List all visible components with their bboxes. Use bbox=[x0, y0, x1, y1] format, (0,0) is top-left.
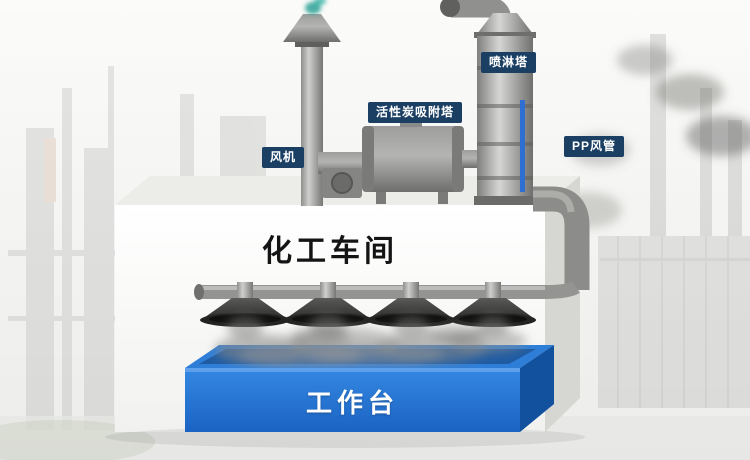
fan-unit bbox=[318, 152, 370, 198]
label-pp-duct: PP风管 bbox=[564, 136, 625, 157]
chimney-cap bbox=[283, 14, 341, 42]
worktable-side bbox=[520, 345, 554, 432]
label-fan: 风机 bbox=[262, 147, 305, 168]
fan-wheel bbox=[331, 172, 353, 194]
carbon-adsorption-tower bbox=[362, 117, 464, 204]
label-spray-tower: 喷淋塔 bbox=[481, 52, 537, 73]
worktable-title: 工作台 bbox=[305, 388, 399, 418]
exhaust-chimney bbox=[283, 14, 341, 206]
pp-duct bbox=[533, 186, 590, 290]
fume-smoke bbox=[214, 314, 527, 369]
level-gauge bbox=[520, 100, 525, 192]
chimney-smoke bbox=[305, 0, 326, 14]
worktable-front bbox=[185, 368, 520, 432]
fume-hood-3 bbox=[366, 282, 456, 327]
label-carbon-tower: 活性炭吸附塔 bbox=[368, 102, 463, 123]
background-plant-right bbox=[598, 34, 750, 408]
building-title: 化工车间 bbox=[262, 235, 398, 268]
fume-hood-4 bbox=[450, 282, 536, 327]
